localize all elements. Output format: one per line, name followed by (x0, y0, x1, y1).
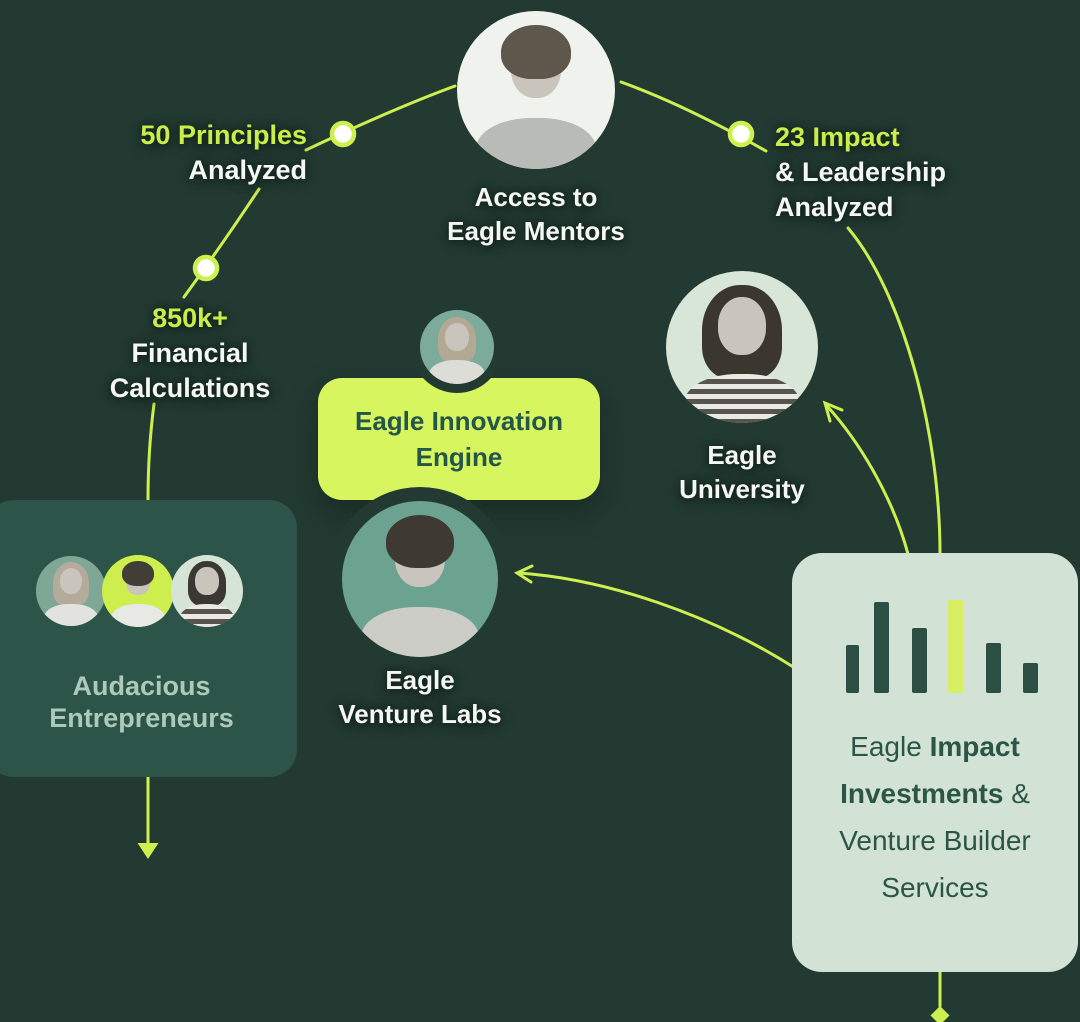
university-label: Eagle University (642, 438, 842, 506)
entrepreneurs-label-line1: Audacious (72, 671, 211, 701)
inv-line1-bold: Impact (929, 731, 1020, 762)
arc-impact-to-investments (846, 226, 942, 556)
arrowhead-entrepreneurs-down (137, 843, 159, 859)
innovation-engine-card: Eagle Innovation Engine (318, 378, 600, 500)
arrowhead-venturelabs (513, 564, 534, 584)
stat-impact: 23 Impact & Leadership Analyzed (775, 120, 946, 225)
avatar-face (445, 322, 469, 351)
avatar-hair (122, 561, 154, 586)
university-label-line1: Eagle (707, 440, 777, 470)
innovation-title-line2: Engine (415, 442, 503, 472)
stat-principles: 50 Principles Analyzed (140, 118, 307, 188)
bar-chart-icon (838, 598, 1038, 693)
entrepreneur-avatar-3 (171, 555, 243, 627)
avatar-shirt (179, 603, 235, 627)
innovation-avatar (420, 310, 494, 384)
stat-calculations-highlight: 850k+ (152, 303, 228, 333)
avatar-face (195, 567, 219, 595)
mentors-label-line1: Access to (474, 182, 598, 212)
venturelabs-avatar (342, 501, 498, 657)
mentors-label: Access to Eagle Mentors (411, 180, 661, 248)
venturelabs-label: Eagle Venture Labs (295, 663, 545, 731)
avatar-shirt (428, 360, 486, 384)
entrepreneur-avatar-1 (36, 556, 106, 626)
avatar-hair (501, 25, 571, 79)
university-avatar (666, 271, 818, 423)
stat-principles-highlight: 50 Principles (140, 120, 307, 150)
inv-line3: Venture Builder (839, 825, 1031, 856)
stat-calculations-line2: Financial (131, 338, 249, 368)
stat-calculations-line3: Calculations (109, 373, 271, 403)
avatar-hair (385, 515, 455, 569)
avatar-shirt (684, 374, 800, 423)
entrepreneurs-label: Audacious Entrepreneurs (0, 670, 297, 734)
avatar-shirt (475, 118, 597, 169)
entrepreneurs-label-line2: Entrepreneurs (49, 703, 234, 733)
arrowhead-university (822, 400, 844, 423)
inv-line2-bold: Investments (840, 778, 1004, 809)
stat-principles-line2: Analyzed (188, 155, 307, 185)
university-label-line2: University (679, 474, 805, 504)
stat-calculations: 850k+ Financial Calculations (75, 301, 305, 406)
stat-impact-line3: Analyzed (775, 192, 894, 222)
node-dot-principles (329, 120, 357, 148)
innovation-title-line1: Eagle Innovation (354, 406, 564, 436)
arc-principles-to-850k (182, 187, 261, 299)
mentor-avatar (457, 11, 615, 169)
impact-investments-label: Eagle Impact Investments & Venture Build… (792, 723, 1078, 911)
inv-line4: Services (881, 872, 989, 903)
avatar-face (717, 296, 767, 355)
arrow-investments-to-venturelabs (517, 571, 797, 670)
venturelabs-label-line2: Venture Labs (338, 699, 502, 729)
stat-impact-highlight: 23 Impact (775, 122, 900, 152)
node-dot-850k (192, 254, 220, 282)
diamond-endpoint (930, 1006, 950, 1022)
arrow-investments-to-university (825, 404, 910, 556)
mentors-label-line2: Eagle Mentors (447, 216, 625, 246)
avatar-shirt (110, 603, 166, 627)
node-dot-impact (727, 120, 755, 148)
impact-investments-card: Eagle Impact Investments & Venture Build… (792, 553, 1078, 972)
avatar-face (59, 567, 83, 595)
stat-impact-line2: & Leadership (775, 157, 947, 187)
inv-line1-normal: Eagle (850, 731, 930, 762)
entrepreneurs-card: Audacious Entrepreneurs (0, 500, 297, 777)
innovation-engine-title: Eagle Innovation Engine (355, 403, 563, 475)
avatar-shirt (360, 607, 480, 657)
inv-line2-normal: & (1003, 778, 1030, 809)
entrepreneur-avatar-2 (102, 555, 174, 627)
venturelabs-label-line1: Eagle (385, 665, 455, 695)
arc-mentors-to-principles (304, 84, 457, 152)
arc-850k-to-entrepreneurs (146, 402, 156, 502)
avatar-shirt (44, 603, 98, 626)
